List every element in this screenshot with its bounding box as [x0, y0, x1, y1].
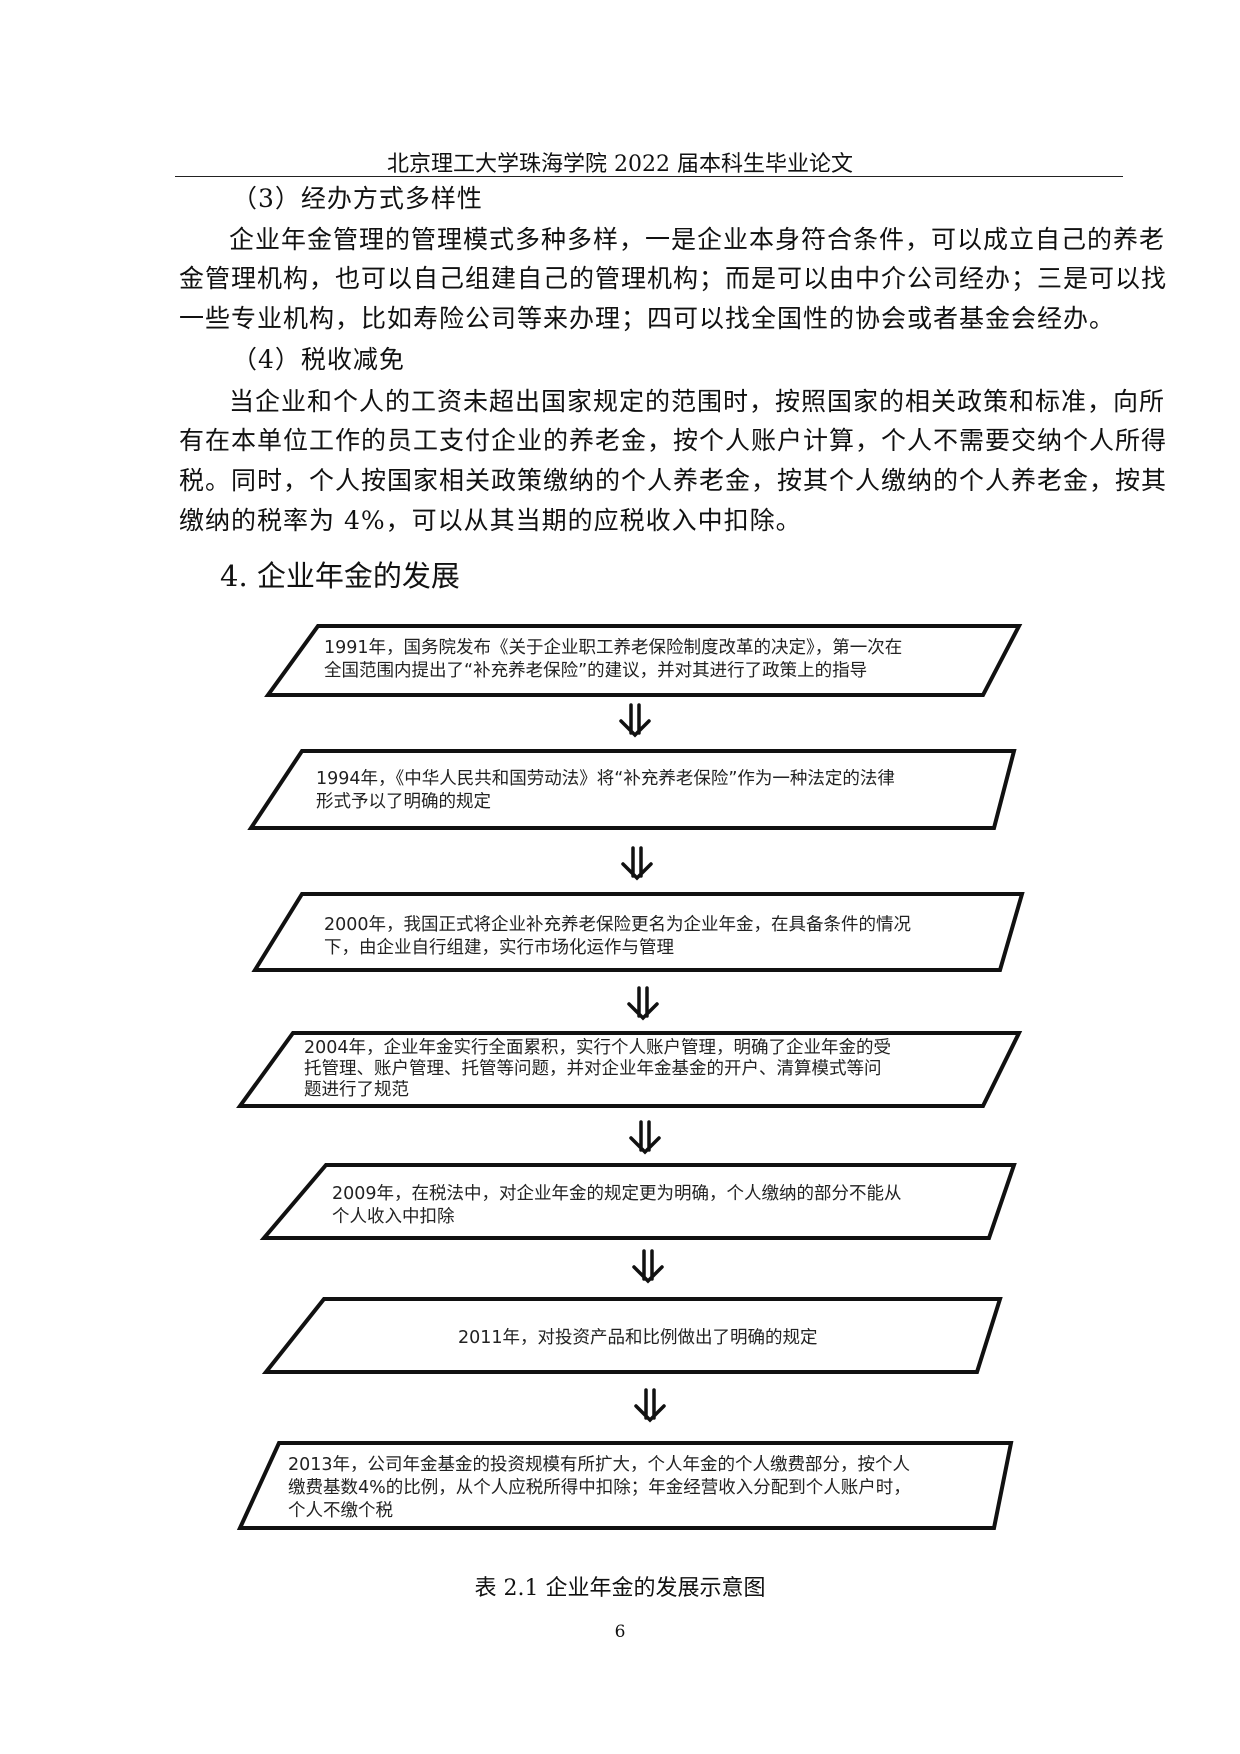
flow-step-box [259, 1163, 1017, 1240]
flow-step-box [236, 1031, 1023, 1108]
paragraph-line: 一些专业机构，比如寿险公司等来办理；四可以找全国性的协会或者基金会经办。 [179, 304, 1116, 333]
flow-step-line: 个人不缴个税 [288, 1501, 393, 1521]
header-rule [175, 176, 1123, 177]
flow-step-2013: 2013年，公司年金基金的投资规模有所扩大，个人年金的个人缴费部分，按个人 缴费… [288, 1454, 911, 1523]
flow-step-2004: 2004年，企业年金实行全面累积，实行个人账户管理，明确了企业年金的受 托管理、… [304, 1038, 891, 1101]
paragraph-line: 金管理机构，也可以自己组建自己的管理机构；而是可以由中介公司经办；三是可以找 [179, 264, 1168, 293]
paragraph-line: 当企业和个人的工资未超出国家规定的范围时，按照国家的相关政策和标准，向所 [229, 387, 1166, 416]
double-down-arrow-icon [621, 846, 653, 881]
flow-step-line: 2000年，我国正式将企业补充养老保险更名为企业年金，在具备条件的情况 [324, 915, 912, 935]
double-down-arrow-icon [627, 986, 659, 1021]
flow-step-line: 2011年，对投资产品和比例做出了明确的规定 [458, 1328, 818, 1348]
flow-step-line: 1994年，《中华人民共和国劳动法》将“补充养老保险”作为一种法定的法律 [316, 769, 895, 789]
subsection-heading-3: （3）经办方式多样性 [232, 184, 483, 213]
paragraph-line: 缴纳的税率为 4%，可以从其当期的应税收入中扣除。 [179, 506, 802, 535]
flow-step-line: 2009年，在税法中，对企业年金的规定更为明确，个人缴纳的部分不能从 [332, 1184, 902, 1204]
flow-step-box [261, 1297, 1003, 1374]
section-heading: 4. 企业年金的发展 [220, 559, 460, 593]
flow-step-line: 形式予以了明确的规定 [316, 792, 491, 812]
double-down-arrow-icon [619, 703, 651, 738]
paragraph-line: 税。同时，个人按国家相关政策缴纳的个人养老金，按其个人缴纳的个人养老金，按其 [179, 466, 1168, 495]
flow-step-2000: 2000年，我国正式将企业补充养老保险更名为企业年金，在具备条件的情况 下，由企… [324, 914, 911, 960]
double-down-arrow-icon [629, 1120, 661, 1155]
paragraph-line: 企业年金管理的管理模式多种多样，一是企业本身符合条件，可以成立自己的养老 [229, 225, 1166, 254]
figure-caption: 表 2.1 企业年金的发展示意图 [474, 1576, 766, 1601]
flow-step-line: 缴费基数4%的比例，从个人应税所得中扣除；年金经营收入分配到个人账户时， [288, 1478, 911, 1498]
flow-step-line: 托管理、账户管理、托管等问题，并对企业年金基金的开户、清算模式等问 [304, 1059, 882, 1079]
subsection-heading-4: （4）税收减免 [232, 345, 405, 374]
flow-step-1994: 1994年，《中华人民共和国劳动法》将“补充养老保险”作为一种法定的法律 形式予… [316, 768, 895, 814]
flow-step-line: 下，由企业自行组建，实行市场化运作与管理 [324, 938, 674, 958]
flow-step-line: 2004年，企业年金实行全面累积，实行个人账户管理，明确了企业年金的受 [304, 1038, 892, 1058]
flow-step-box [264, 624, 1023, 697]
double-down-arrow-icon [634, 1388, 666, 1423]
flow-step-line: 2013年，公司年金基金的投资规模有所扩大，个人年金的个人缴费部分，按个人 [288, 1455, 911, 1475]
flow-step-box [251, 892, 1025, 972]
paragraph-line: 有在本单位工作的员工支付企业的养老金，按个人账户计算，个人不需要交纳个人所得 [179, 426, 1168, 455]
flow-step-1991: 1991年，国务院发布《关于企业职工养老保险制度改革的决定》，第一次在 全国范围… [324, 637, 902, 683]
page-number: 6 [614, 1622, 626, 1642]
flow-step-box [247, 749, 1017, 830]
running-header: 北京理工大学珠海学院 2022 届本科生毕业论文 [387, 152, 853, 177]
flow-step-line: 全国范围内提出了“补充养老保险”的建议，并对其进行了政策上的指导 [324, 661, 868, 681]
flow-step-2009: 2009年，在税法中，对企业年金的规定更为明确，个人缴纳的部分不能从 个人收入中… [332, 1183, 902, 1229]
flow-step-line: 题进行了规范 [304, 1080, 409, 1100]
flow-step-2011: 2011年，对投资产品和比例做出了明确的规定 [458, 1327, 818, 1350]
flow-step-line: 个人收入中扣除 [332, 1207, 455, 1227]
flow-step-line: 1991年，国务院发布《关于企业职工养老保险制度改革的决定》，第一次在 [324, 638, 903, 658]
double-down-arrow-icon [632, 1249, 664, 1284]
flow-step-box [236, 1441, 1014, 1530]
